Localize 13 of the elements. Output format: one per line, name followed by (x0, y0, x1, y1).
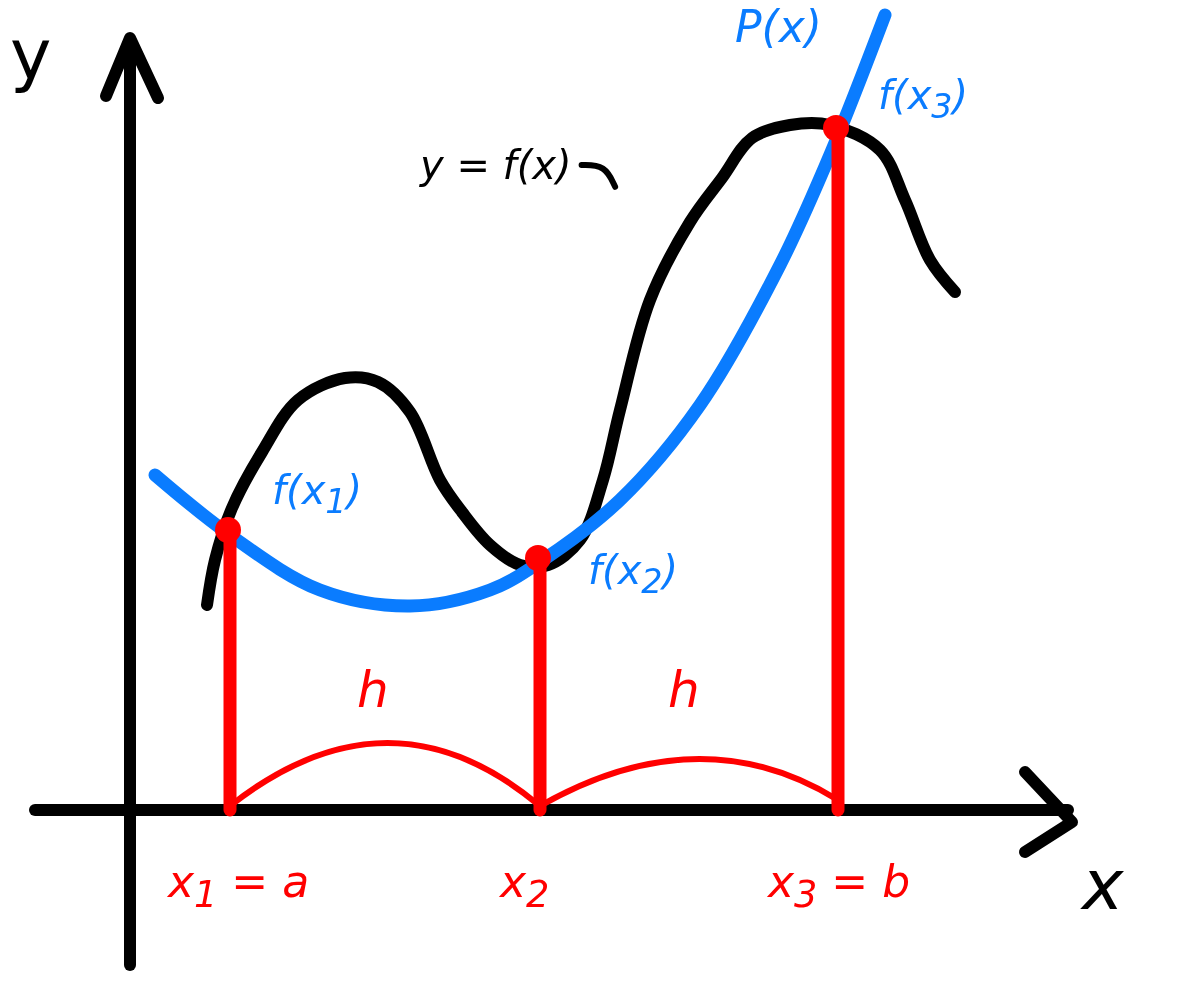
tick-label: x$_{1}$ = a (168, 860, 310, 914)
curve-label: y = f(x) (420, 145, 572, 185)
spacing-label: h (668, 665, 700, 715)
function-label: f(x$_{1}$) (272, 470, 363, 519)
tick-label: x$_{3}$ = b (768, 860, 911, 914)
tick-label: x$_{2}$ (500, 860, 550, 914)
function-label: f(x$_{3}$) (878, 75, 969, 124)
function-curve (201, 116, 961, 611)
function-label: P(x) (735, 5, 822, 49)
axis-label: x (1082, 850, 1124, 920)
spacing-label: h (357, 665, 389, 715)
function-label: f(x$_{2}$) (588, 550, 679, 599)
leader-line (578, 162, 619, 190)
